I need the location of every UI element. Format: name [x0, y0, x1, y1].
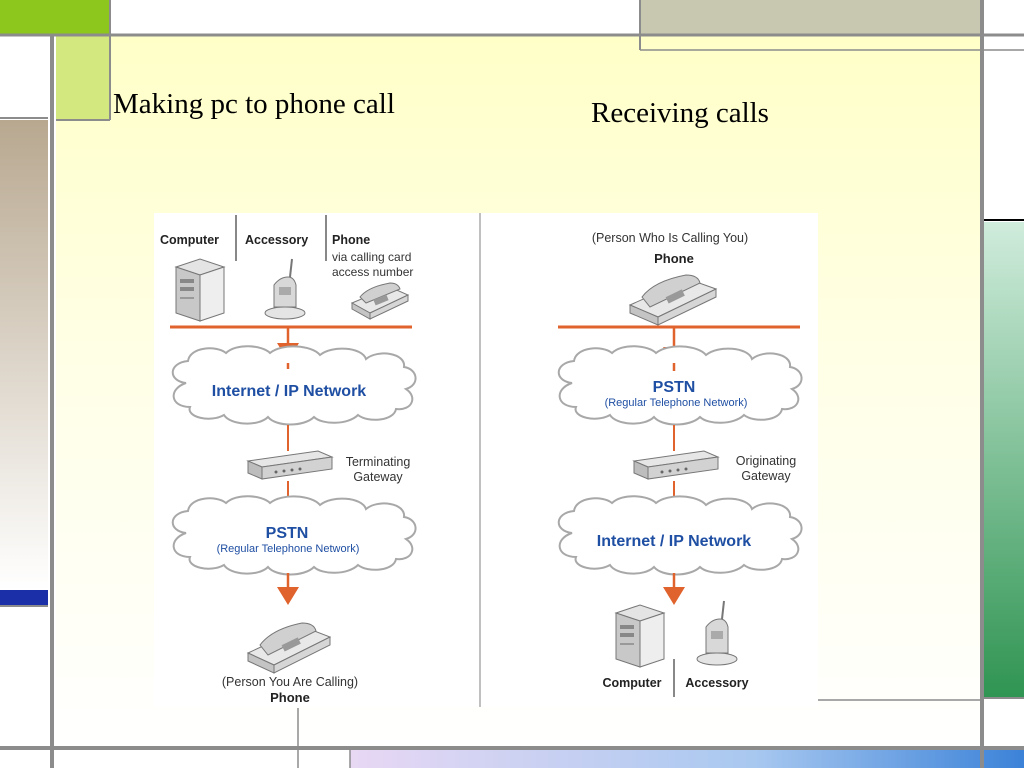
- left-destination-caption-bold: Phone: [270, 690, 310, 705]
- left-gateway-label-1: Terminating: [346, 455, 411, 469]
- right-col-accessory: Accessory: [685, 676, 748, 690]
- tan-block: [0, 120, 48, 590]
- right-gateway-label-2: Gateway: [741, 469, 791, 483]
- right-arrow-2: [663, 587, 685, 605]
- left-phone-note-2: access number: [332, 265, 413, 279]
- left-col-accessory: Accessory: [245, 233, 308, 247]
- receiving-cordless-phone-icon: [696, 600, 738, 666]
- right-caller-caption: (Person Who Is Calling You): [592, 231, 748, 245]
- left-phone-note-1: via calling card: [332, 250, 411, 264]
- bottom-gradient-block: [350, 750, 1024, 768]
- computer-tower-icon: [174, 258, 226, 322]
- right-flow: (Person Who Is Calling You) Phone PSTN (…: [557, 231, 803, 697]
- right-cloud-pstn-sublabel: (Regular Telephone Network): [605, 397, 748, 409]
- green-block: [984, 222, 1024, 698]
- desk-phone-icon: [350, 282, 410, 320]
- navy-block: [0, 590, 48, 606]
- left-col-computer: Computer: [160, 233, 219, 247]
- lime-block: [0, 0, 110, 34]
- left-cloud-pstn-label: PSTN: [266, 525, 309, 542]
- left-gateway-label-2: Gateway: [353, 470, 403, 484]
- left-cloud-pstn-sublabel: (Regular Telephone Network): [217, 543, 360, 555]
- right-col-computer: Computer: [602, 676, 661, 690]
- khaki-block: [640, 0, 980, 34]
- left-arrow-2: [277, 587, 299, 605]
- receiving-computer-icon: [614, 604, 666, 668]
- title-right: Receiving calls: [591, 97, 769, 129]
- left-col-phone: Phone: [332, 233, 370, 247]
- left-gateway-icon: [246, 450, 334, 480]
- right-cloud-internet-label: Internet / IP Network: [597, 533, 752, 550]
- network-diagram: Computer Accessory Phone via calling car…: [154, 213, 818, 707]
- right-gateway-icon: [632, 450, 720, 480]
- right-caller-caption-bold: Phone: [654, 251, 694, 266]
- diagram-canvas: Computer Accessory Phone via calling car…: [160, 213, 803, 707]
- right-cloud-pstn-label: PSTN: [653, 379, 696, 396]
- left-destination-caption: (Person You Are Calling): [222, 675, 358, 689]
- left-flow: Computer Accessory Phone via calling car…: [160, 215, 417, 705]
- left-cloud-internet-label: Internet / IP Network: [212, 383, 367, 400]
- caller-phone-icon: [628, 274, 718, 326]
- right-gateway-label-1: Originating: [736, 454, 796, 468]
- light-lime-block: [56, 36, 110, 120]
- title-left: Making pc to phone call: [113, 88, 395, 120]
- cordless-phone-icon: [264, 258, 306, 320]
- destination-phone-icon: [246, 622, 332, 674]
